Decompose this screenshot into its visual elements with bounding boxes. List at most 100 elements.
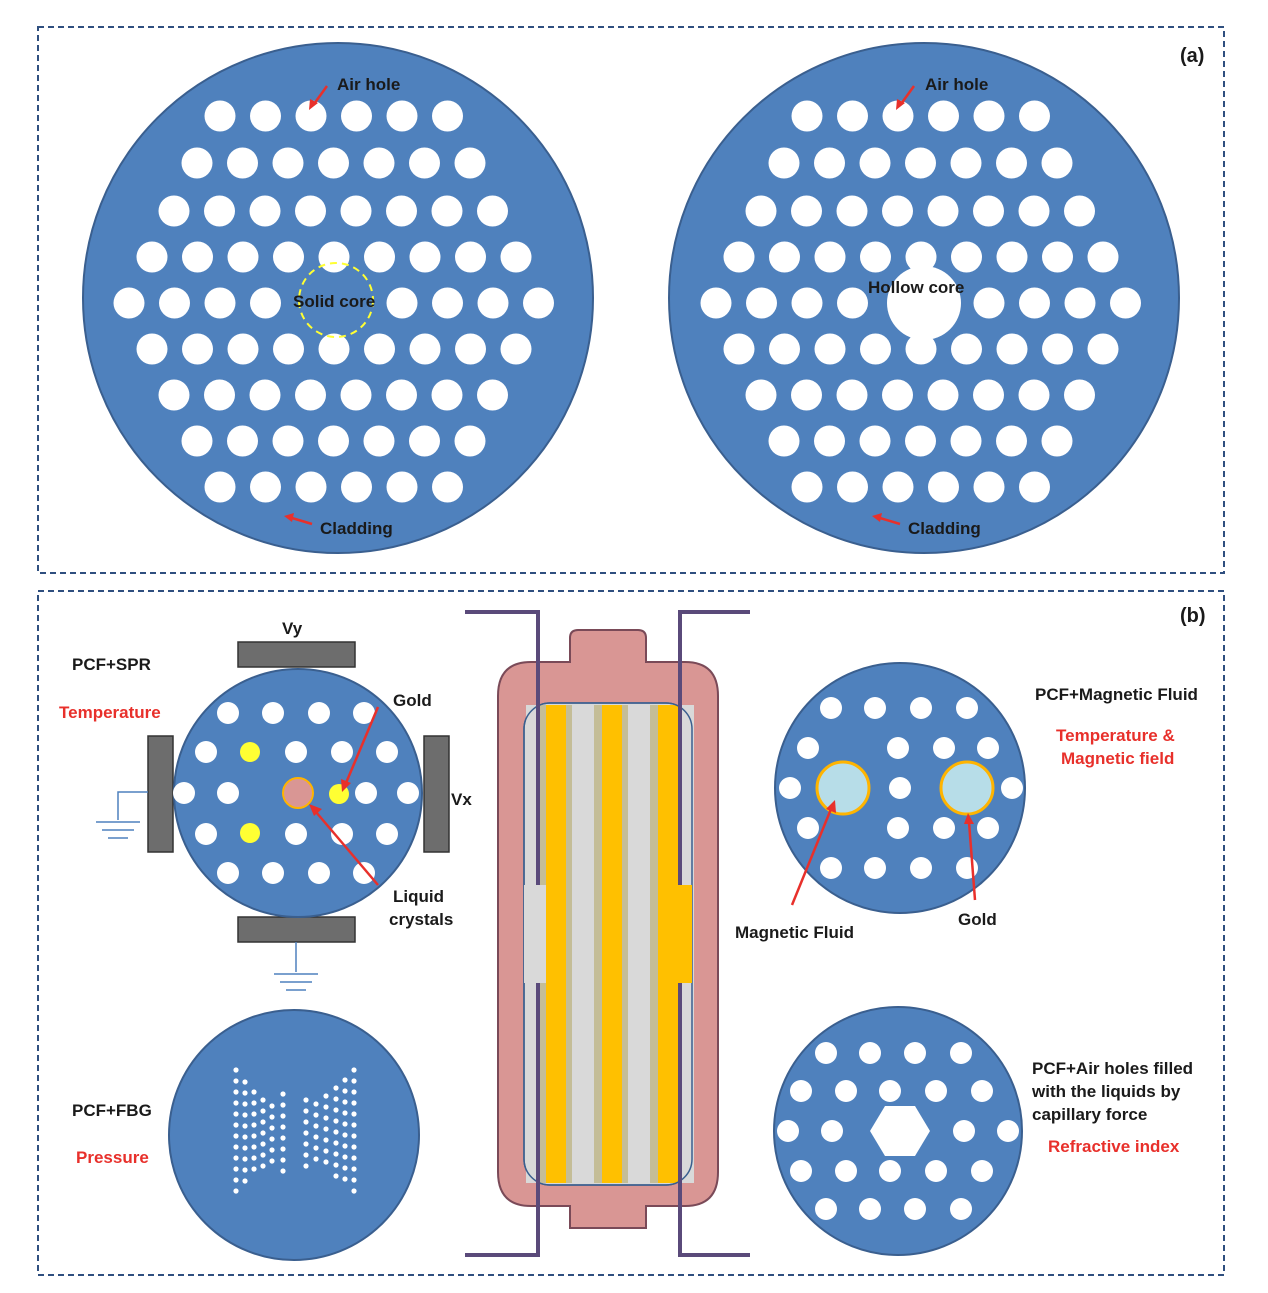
gold-fill [240, 742, 260, 762]
grating-dot [251, 1144, 257, 1150]
grating-dot [280, 1124, 286, 1130]
mf-measurand-2: Magnetic field [1061, 749, 1174, 768]
air-hole [182, 333, 213, 365]
air-hole [262, 862, 284, 884]
air-hole [859, 1198, 881, 1220]
air-hole [273, 241, 304, 273]
air-hole [285, 741, 307, 763]
solid-core-label: Solid core [293, 292, 375, 311]
grating-dot [313, 1145, 319, 1151]
grating-dot [333, 1140, 339, 1146]
grating-dot [313, 1123, 319, 1129]
grating-dot [260, 1141, 266, 1147]
mf-measurand-1: Temperature & [1056, 726, 1175, 745]
air-hole [181, 147, 213, 179]
electrode-vx-left [147, 735, 174, 853]
grating-dot [233, 1100, 239, 1106]
grating-dot [303, 1163, 309, 1169]
air-hole [195, 741, 217, 763]
air-hole [973, 379, 1004, 411]
air-hole [386, 100, 418, 132]
grating-dot [342, 1143, 348, 1149]
magnetic-fluid-arrowhead [826, 800, 836, 813]
air-hole [159, 287, 190, 319]
air-hole [835, 1160, 857, 1182]
grating-dot [342, 1165, 348, 1171]
air-hole [397, 782, 419, 804]
cladding-label: Cladding [320, 519, 393, 538]
grating-dot [242, 1134, 248, 1140]
grating-dot [323, 1115, 329, 1121]
cladding-arrowhead [284, 513, 294, 522]
grating-dot [251, 1133, 257, 1139]
air-hole [815, 1198, 837, 1220]
air-hole [409, 333, 441, 365]
fiber-stripe [658, 705, 678, 1183]
grating-dot [242, 1123, 248, 1129]
air-hole-arrow-2 [899, 85, 916, 105]
air-hole [477, 287, 509, 319]
grating-dot [351, 1144, 357, 1150]
hexagonal-core [870, 1106, 930, 1156]
spr-title: PCF+SPR [72, 655, 151, 674]
ground-wire-left [117, 791, 148, 820]
air-hole [195, 823, 217, 845]
grating-dot [269, 1136, 275, 1142]
air-hole [227, 147, 258, 179]
air-hole [1042, 241, 1073, 273]
grating-dot [313, 1156, 319, 1162]
capillary-tube-left [465, 610, 540, 1257]
grating-dot [323, 1159, 329, 1165]
air-hole [1018, 195, 1050, 227]
grating-dot [251, 1166, 257, 1172]
grating-dot [351, 1067, 357, 1073]
air-hole [745, 195, 777, 227]
grating-dot [342, 1132, 348, 1138]
air-hole [977, 737, 999, 759]
fiber-stripe [572, 705, 594, 1183]
air-hole [353, 702, 375, 724]
liquid-crystal-core [282, 777, 314, 809]
grating-dot [333, 1107, 339, 1113]
air-hole [905, 147, 936, 179]
air-hole [1087, 333, 1119, 365]
air-hole [797, 817, 819, 839]
air-hole [997, 1120, 1019, 1142]
grating-dot [251, 1122, 257, 1128]
liquid-crystal-label-1: Liquid [393, 887, 444, 906]
capillary-measurand: Refractive index [1048, 1137, 1180, 1156]
air-hole [996, 147, 1027, 179]
air-hole [928, 100, 959, 132]
air-hole [933, 737, 955, 759]
air-hole [887, 817, 909, 839]
air-hole [204, 471, 236, 503]
air-hole [136, 241, 168, 273]
grating-dot [342, 1077, 348, 1083]
air-hole [815, 1042, 837, 1064]
air-hole [971, 1080, 993, 1102]
air-hole [376, 741, 398, 763]
air-hole [272, 147, 304, 179]
air-hole [882, 195, 913, 227]
fiber-stripe [628, 705, 650, 1183]
air-hole [318, 333, 350, 365]
grating-dot [260, 1097, 266, 1103]
capillary-title-2: with the liquids by [1031, 1082, 1181, 1101]
air-hole [250, 287, 281, 319]
grating-dot [351, 1100, 357, 1106]
air-hole [386, 287, 418, 319]
spr-air-holes [173, 702, 419, 884]
air-hole-arrowhead-2 [896, 99, 905, 110]
air-hole [432, 471, 463, 503]
air-hole [956, 697, 978, 719]
air-hole [318, 425, 349, 457]
grating-dot [242, 1145, 248, 1151]
air-hole [791, 100, 823, 132]
liquid-crystal-label-2: crystals [389, 910, 453, 929]
air-hole [768, 425, 800, 457]
grating-dot [303, 1119, 309, 1125]
magnetic-fluid-hole [815, 760, 871, 816]
capillary-tube-right [678, 610, 750, 1257]
air-hole [409, 147, 440, 179]
grating-dot [280, 1091, 286, 1097]
